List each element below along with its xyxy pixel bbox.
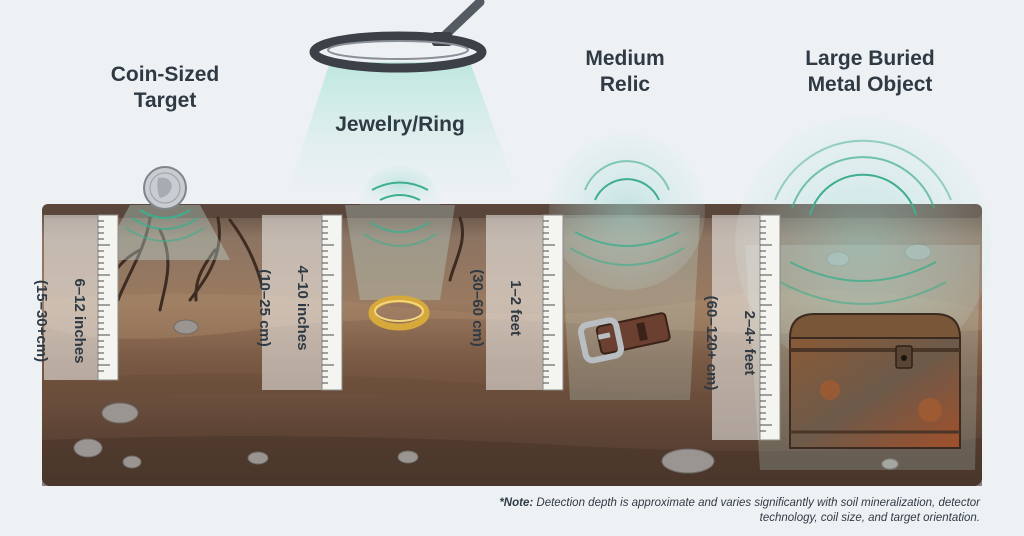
footnote-label: *Note: (499, 497, 534, 509)
depth-imperial: 1–2 feet (507, 280, 524, 336)
depth-metric: (15–30+cm) (33, 279, 50, 363)
depth-imperial: 2–4+ feet (741, 310, 758, 376)
depth-label-coin: 6–12 inches (15–30+cm) (32, 261, 108, 381)
belt-buckle-icon (577, 312, 671, 364)
ruler-relic-band (486, 215, 544, 390)
ruler-relic (542, 214, 564, 391)
ruler-large-band (712, 215, 762, 440)
footnote-text: Detection depth is approximate and varie… (536, 497, 980, 524)
ring-signal (345, 165, 455, 300)
depth-label-large-object: 2–4+ feet (60–120+ cm) (702, 273, 778, 413)
coin-signal (100, 205, 230, 260)
depth-metric: (10–25 cm) (256, 269, 273, 347)
depth-imperial: 6–12 inches (71, 278, 88, 364)
target-title-relic: Medium Relic (585, 47, 665, 96)
depth-imperial: 4–10 inches (294, 265, 311, 351)
ruler-large (759, 214, 781, 441)
ruler-ring (321, 214, 343, 391)
target-title-large-object: Large Buried Metal Object (805, 47, 935, 96)
coin-icon (143, 166, 187, 210)
ruler-coin-band (44, 215, 100, 380)
depth-label-relic: 1–2 feet (30–60 cm) (468, 248, 544, 368)
treasure-chest-icon (788, 313, 962, 449)
metal-detector-coil-icon (285, 0, 520, 200)
target-title-coin: Coin-Sized Target (110, 63, 220, 112)
depth-label-ring: 4–10 inches (10–25 cm) (255, 248, 331, 368)
depth-metric: (60–120+ cm) (703, 295, 720, 391)
target-title-ring: Jewelry/Ring (335, 113, 465, 136)
depth-rulers (44, 214, 781, 441)
ring-icon (368, 295, 430, 331)
ruler-coin (97, 214, 119, 381)
ruler-ring-band (262, 215, 324, 390)
relic-signal (549, 134, 705, 400)
depth-metric: (30–60 cm) (469, 269, 486, 347)
footnote: *Note: Detection depth is approximate an… (460, 496, 980, 526)
